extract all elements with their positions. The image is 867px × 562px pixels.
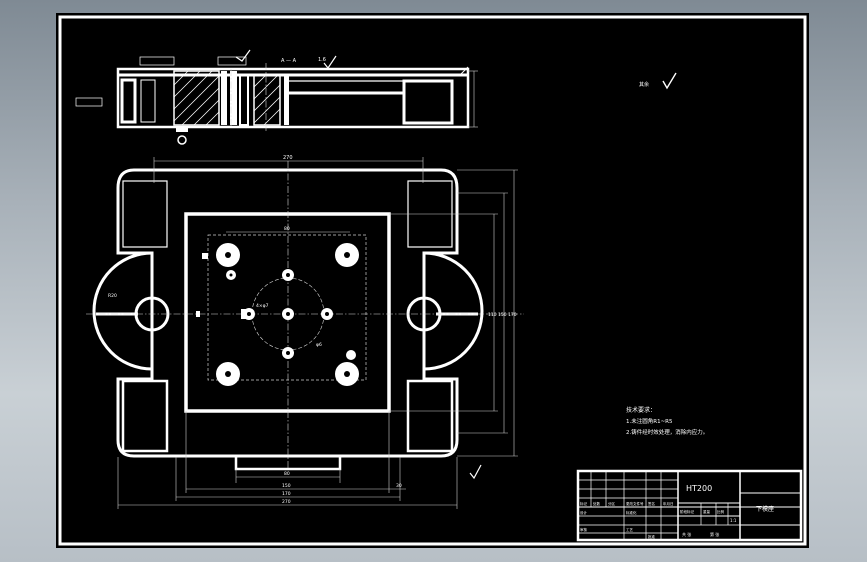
cell-review: 审核	[580, 527, 588, 532]
cell-scale: 比例	[717, 509, 725, 514]
dim-bottom-4: 270	[282, 499, 291, 505]
dimensions: 270 80 4×φ7 R20 φ6 80 150 170 270 30 110	[108, 155, 518, 509]
cell-zone: 分区	[608, 501, 616, 506]
sheet-border	[58, 15, 807, 546]
cell-design: 设计	[580, 510, 588, 515]
cell-process: 工艺	[626, 527, 634, 532]
dim-right-3: 170	[508, 312, 517, 318]
dim-r: R20	[108, 293, 117, 299]
base-outline	[116, 168, 459, 458]
section-outline	[116, 67, 470, 129]
material-label: HT200	[686, 484, 712, 493]
cell-total-sheets: 共 张	[682, 531, 691, 537]
cell-sign: 签名	[648, 501, 655, 506]
drawing-sheet: A — A 1.6 其余	[56, 13, 809, 548]
dim-right-2: 150	[498, 312, 507, 318]
dim-inner-top: 80	[284, 226, 290, 232]
bolt-icon	[177, 135, 187, 145]
plan-view	[86, 161, 524, 471]
roughness-symbol-icon	[323, 55, 337, 70]
cell-weight: 重量	[703, 509, 711, 514]
tech-req-item1: 1.未注圆角R1~R5	[626, 417, 673, 425]
dim-top-width: 270	[283, 155, 293, 161]
ear-left	[92, 251, 153, 371]
ear-right	[423, 251, 484, 371]
dim-hole-spacing: 4×φ7	[256, 303, 269, 309]
roughness-bottom-icon	[469, 464, 482, 480]
dim-phi: φ6	[316, 342, 322, 348]
dim-bottom-2: 150	[282, 483, 291, 489]
tech-requirements: 技术要求： 1.未注圆角R1~R5 2.铸件经时效处理，消除内应力。	[626, 406, 708, 436]
cell-std: 标准化	[626, 510, 637, 515]
cell-count: 处数	[593, 501, 601, 506]
cell-doc: 更改文件号	[626, 501, 644, 506]
dim-bottom-1: 80	[284, 471, 290, 477]
dim-bottom-3: 170	[282, 491, 291, 497]
hatch-left	[173, 70, 220, 126]
small-holes	[226, 269, 356, 360]
large-holes	[216, 243, 359, 386]
dim-bottom-side: 30	[396, 483, 402, 489]
hatch-right	[253, 74, 281, 126]
tech-req-item2: 2.铸件经时效处理，消除内应力。	[626, 428, 708, 436]
cell-stage: 阶段标记	[680, 509, 694, 514]
section-label: A — A	[281, 58, 297, 64]
title-block: HT200 下模座 标记 处数 分区 更改文件号 签名 年月日 设计 标准化 阶…	[576, 469, 803, 542]
cell-approve: 批准	[648, 534, 656, 539]
cell-mark: 标记	[580, 501, 588, 506]
part-name: 下模座	[756, 505, 774, 513]
cell-date: 年月日	[663, 501, 674, 506]
dim-right-1: 110	[488, 312, 497, 318]
hidden-outline	[207, 234, 367, 381]
section-view: A — A 1.6	[75, 49, 478, 145]
roughness-other-label: 其余	[639, 81, 649, 88]
drawing-canvas: A — A 1.6 其余	[58, 15, 807, 546]
cell-scale-value: 1:1	[730, 518, 737, 523]
bottom-slot	[234, 454, 342, 471]
roughness-other-icon	[662, 72, 677, 90]
roughness-top: 1.6	[318, 57, 326, 63]
inner-pocket	[184, 212, 391, 413]
tech-req-title: 技术要求：	[626, 406, 656, 414]
cell-sheet-no: 第 张	[710, 531, 719, 537]
